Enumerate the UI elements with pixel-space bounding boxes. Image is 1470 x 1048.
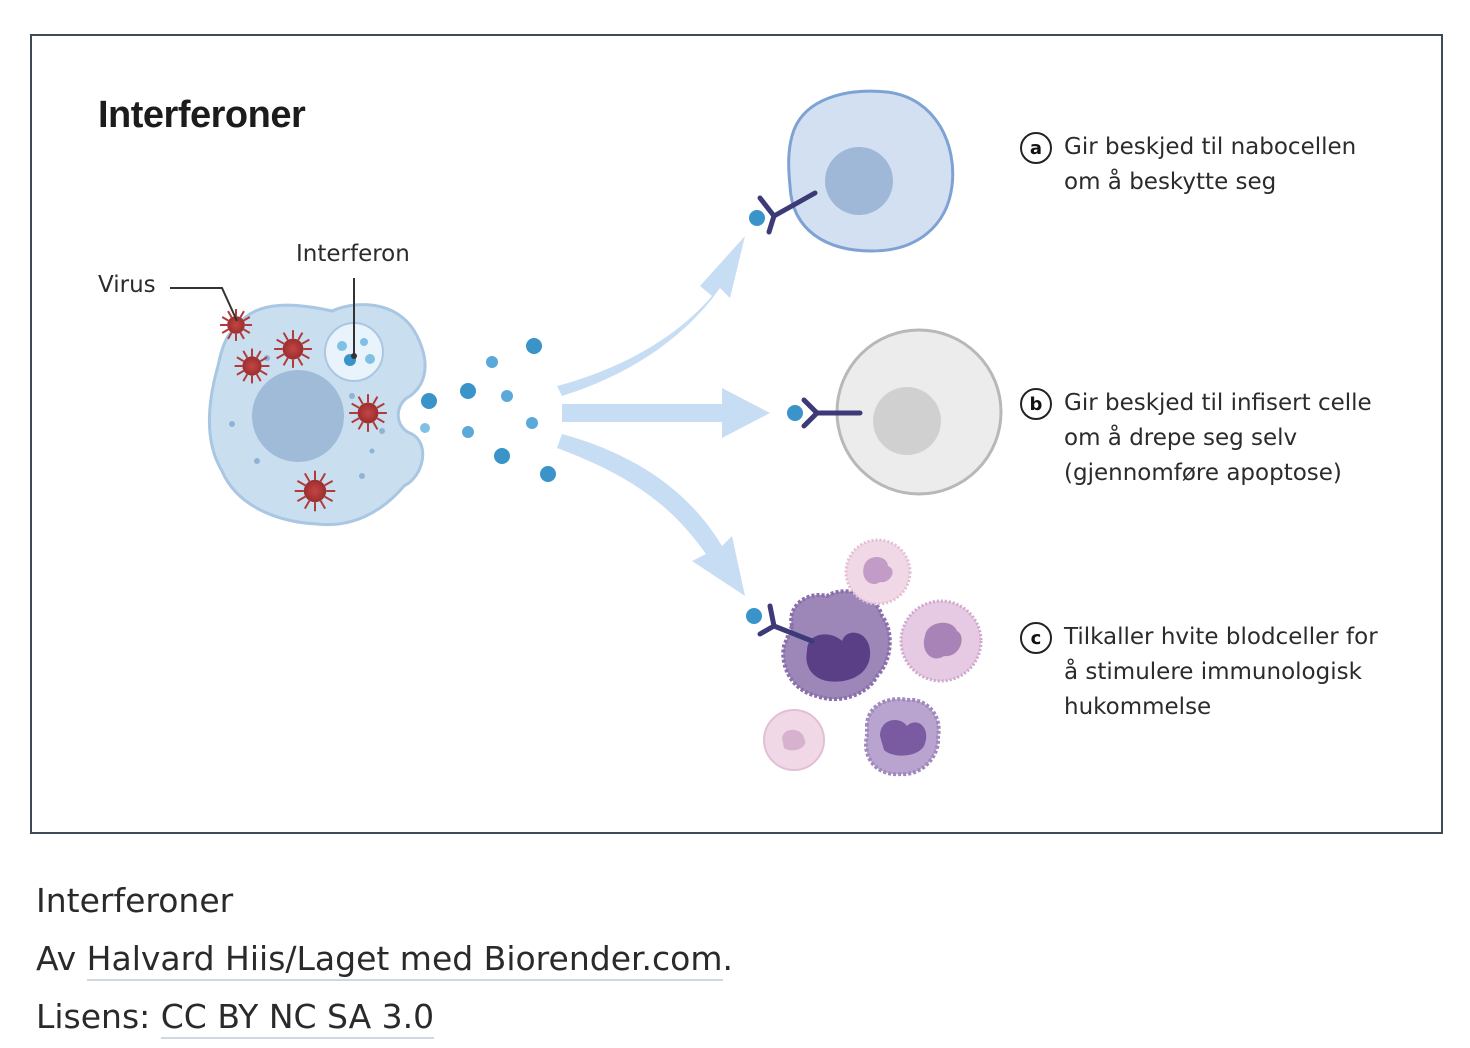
virus-label: Virus [98, 272, 156, 298]
eosinophil-cell [844, 538, 912, 606]
arrow-to-b [562, 388, 770, 438]
step-b: b Gir beskjed til infisert celle om å dr… [1020, 388, 1394, 491]
figure-frame: Interferoner Virus Interferon a Gir besk… [30, 34, 1443, 834]
interferon-label: Interferon [296, 241, 410, 267]
step-a-text: Gir beskjed til nabocellen om å beskytte… [1064, 134, 1357, 195]
released-interferons [420, 338, 556, 482]
virus-particle [349, 394, 387, 432]
step-a-badge: a [1020, 132, 1052, 164]
receptor-b [787, 397, 863, 429]
neutrophil-cell [899, 599, 983, 683]
license-link[interactable]: CC BY NC SA 3.0 [160, 997, 435, 1039]
virus-particle [234, 348, 270, 384]
virus-particle [220, 309, 252, 341]
credit-link[interactable]: Halvard Hiis/Laget med Biorender.com [86, 939, 723, 981]
macrophage-cell [781, 589, 892, 702]
infected-target-cell [835, 328, 1003, 496]
virus-particle [294, 470, 336, 512]
virus-particle [274, 330, 312, 368]
caption-credit: Av Halvard Hiis/Laget med Biorender.com. [36, 930, 733, 988]
step-b-badge: b [1020, 388, 1052, 420]
neighbor-cell [787, 89, 955, 253]
figure-caption: Interferoner Av Halvard Hiis/Laget med B… [36, 872, 733, 1046]
lymphocyte-cell [763, 709, 825, 771]
monocyte-cell [864, 697, 941, 777]
signal-arrows [557, 236, 770, 596]
credit-prefix: Av [36, 939, 87, 978]
caption-license: Lisens: CC BY NC SA 3.0 [36, 988, 733, 1046]
step-c-text: Tilkaller hvite blodceller for å stimule… [1064, 624, 1378, 720]
arrow-to-a [557, 236, 745, 396]
receptor-a [749, 190, 818, 235]
arrow-to-c [557, 434, 745, 596]
credit-suffix: . [722, 939, 734, 978]
step-c: c Tilkaller hvite blodceller for å stimu… [1020, 622, 1394, 725]
step-c-badge: c [1020, 622, 1052, 654]
virus-leader-line [170, 287, 238, 322]
white-blood-cells [763, 538, 983, 777]
interferon-diagram [170, 89, 1003, 777]
step-a: a Gir beskjed til nabocellen om å beskyt… [1020, 132, 1394, 200]
cell-nucleus [252, 370, 344, 462]
receptor-c [746, 603, 815, 644]
caption-title: Interferoner [36, 881, 234, 920]
license-prefix: Lisens: [36, 997, 161, 1036]
step-b-text: Gir beskjed til infisert celle om å drep… [1064, 390, 1372, 486]
diagram-title: Interferoner [98, 94, 306, 136]
